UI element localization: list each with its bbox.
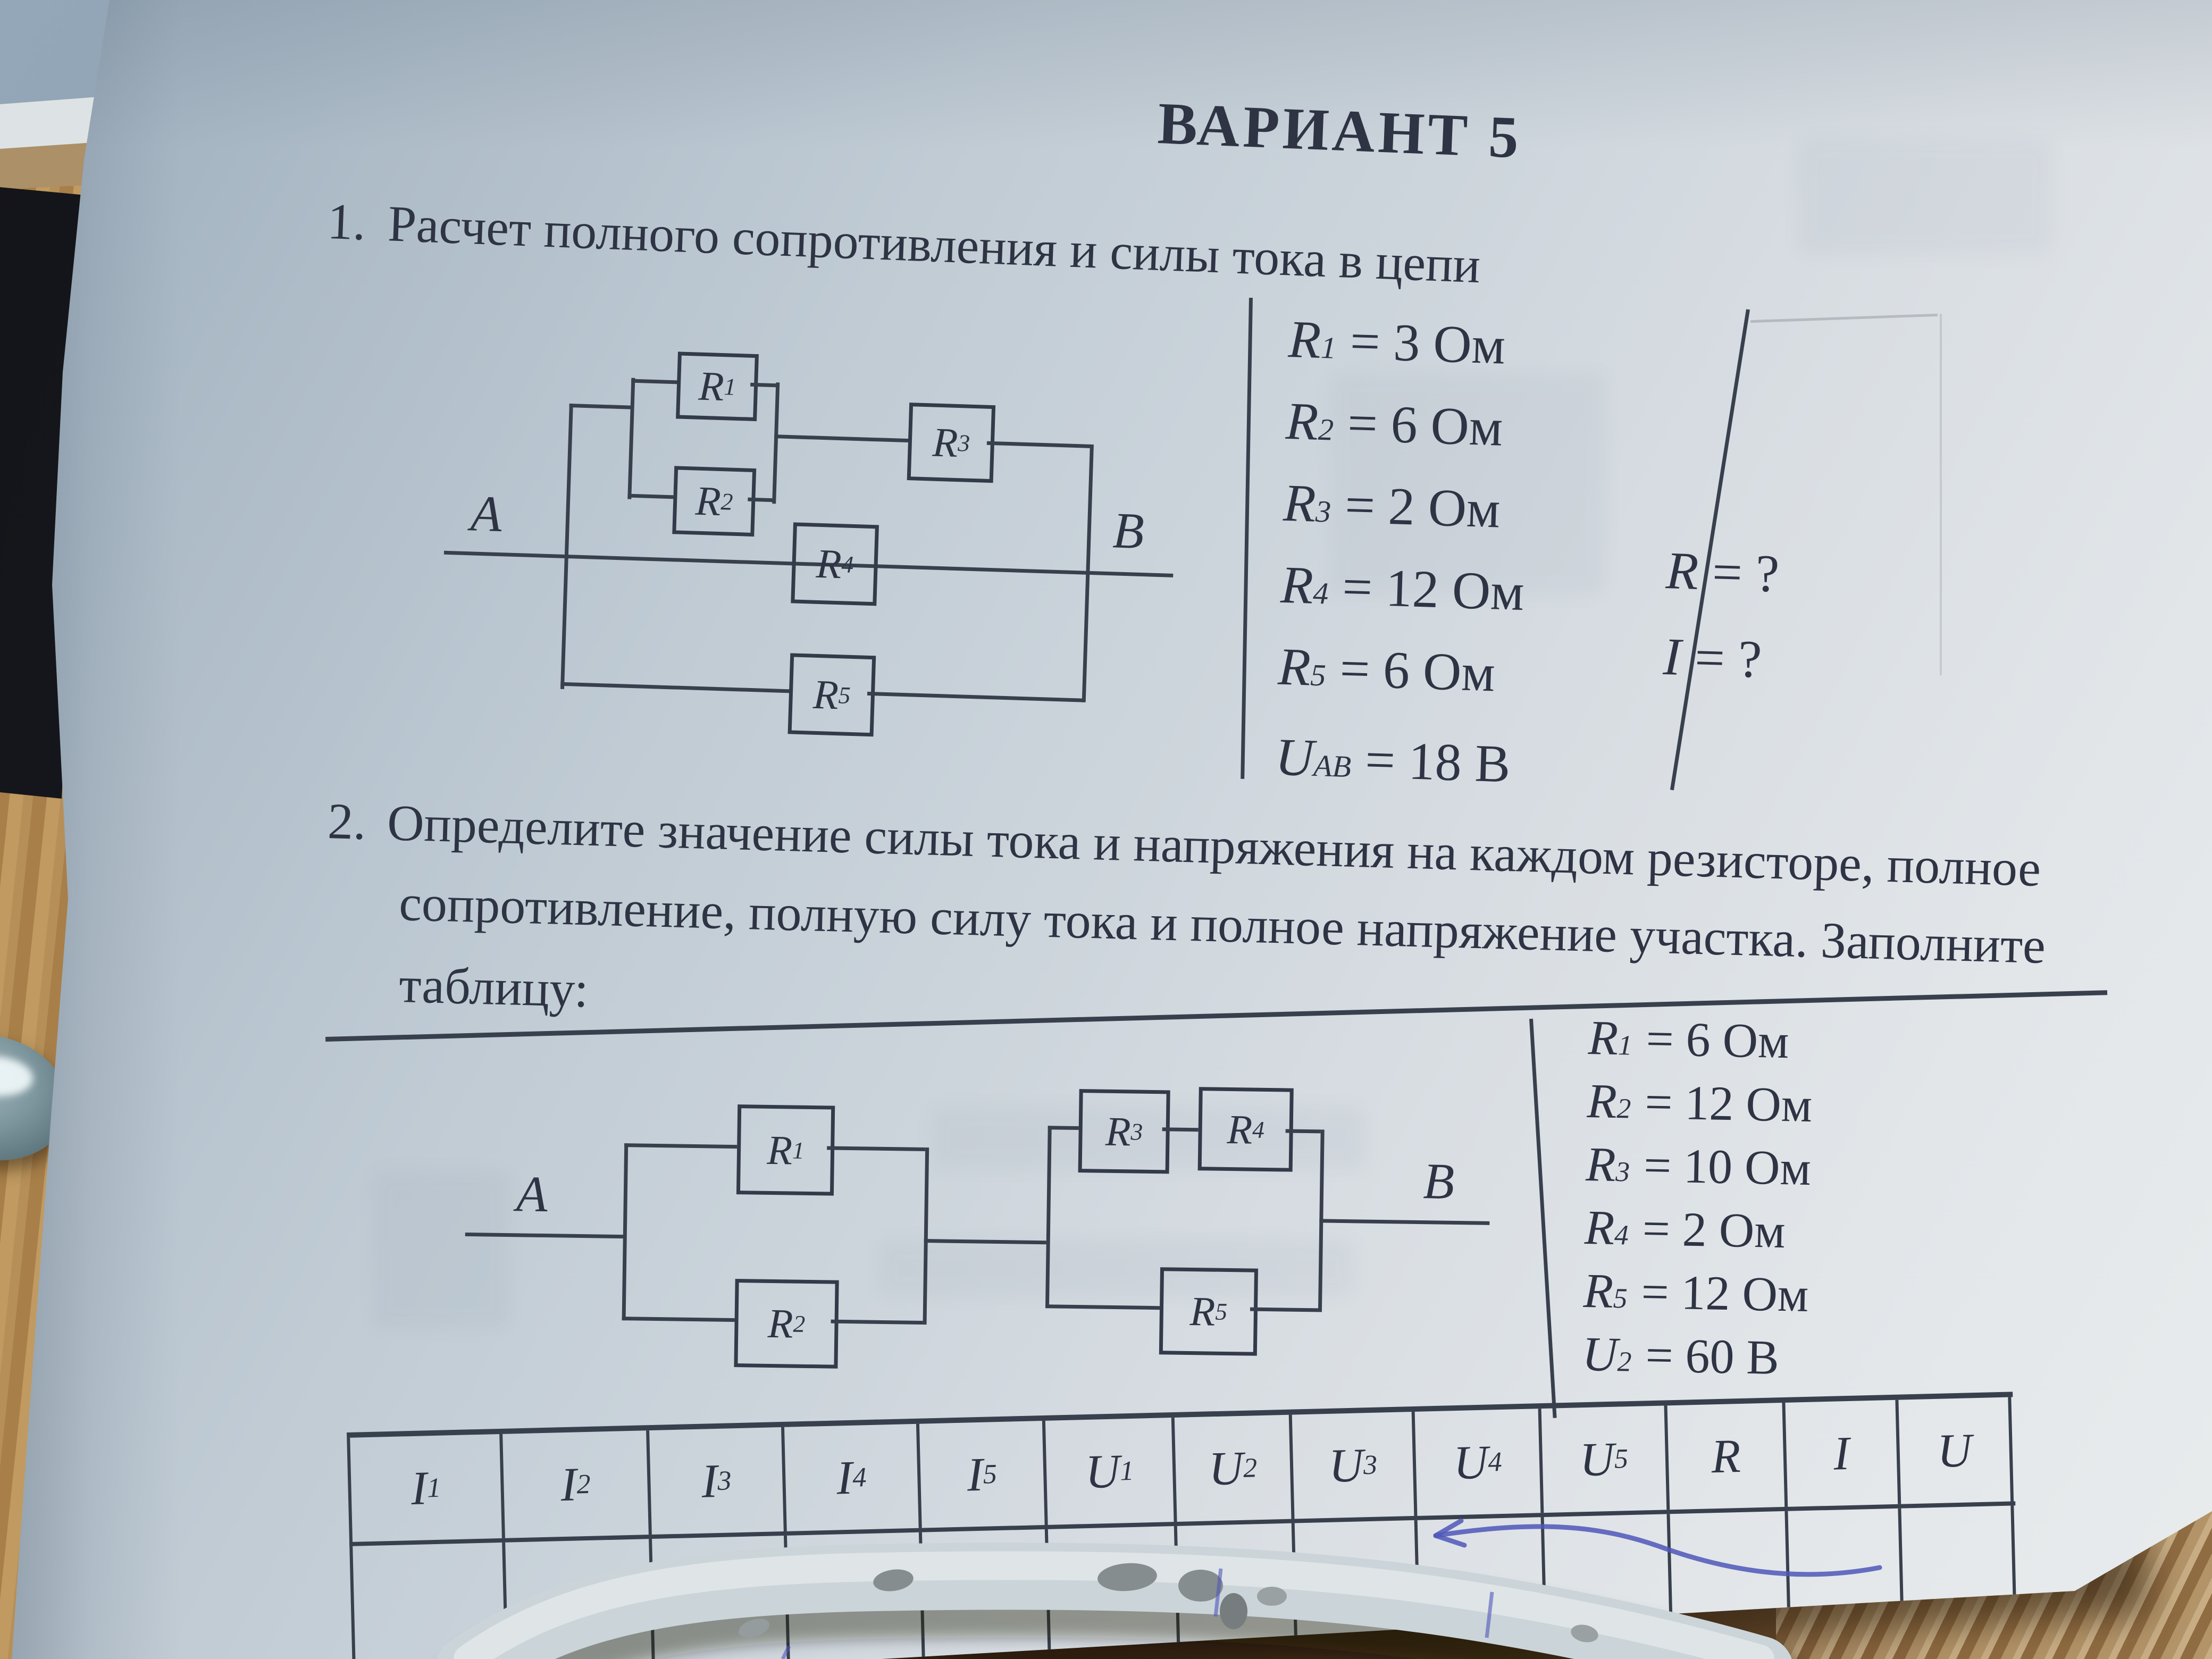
faint-rule [1940,314,1942,675]
cable-paint-chips [739,1563,1598,1643]
show-through-smudge [1329,372,1606,596]
show-through-smudge [931,1106,1367,1170]
show-through-smudge [372,1170,510,1329]
show-through-smudge [877,1239,1356,1297]
pen-marks-on-cable [781,1568,1494,1659]
show-through-smudge [1797,138,2052,255]
paper-top-shade [12,0,2212,149]
